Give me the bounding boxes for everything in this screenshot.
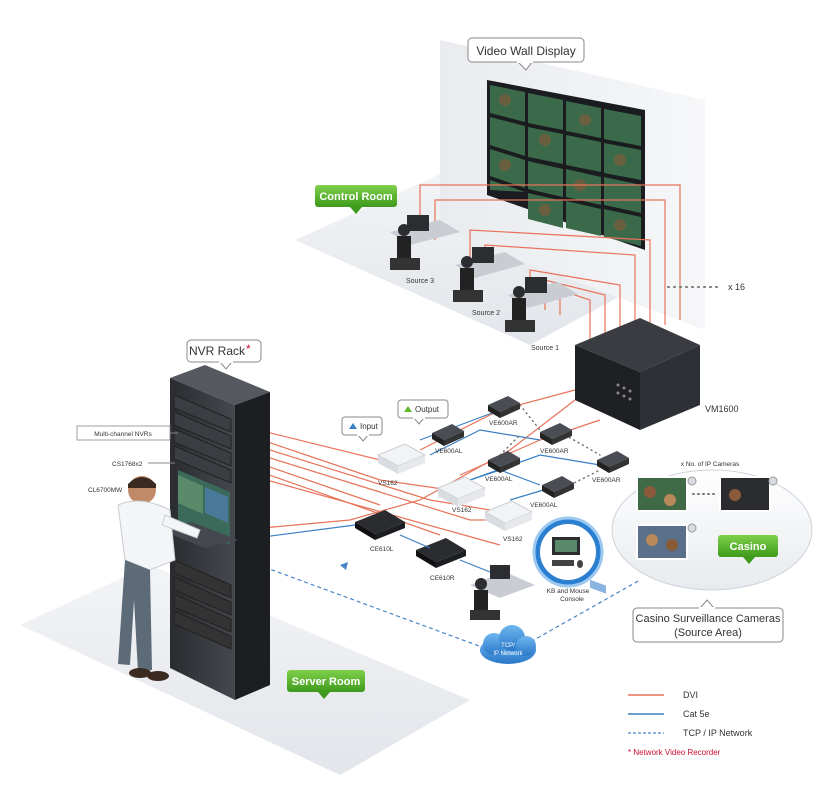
workstation-source1 xyxy=(505,277,578,332)
legend-note: * Network Video Recorder xyxy=(628,748,721,757)
video-wall-label: Video Wall Display xyxy=(476,44,575,58)
ve600ar-mid xyxy=(540,423,572,445)
casino-cameras-label-2: (Source Area) xyxy=(674,627,742,639)
multi-nvrs-label-box: Multi-channel NVRs xyxy=(76,425,178,441)
ce610r-label: CE610R xyxy=(430,575,455,582)
video-wall-screens xyxy=(487,80,645,250)
input-label: Input xyxy=(360,422,379,431)
dvi-lines-wall xyxy=(419,184,681,350)
x16-label: x 16 xyxy=(728,282,745,292)
nvr-rack-label: NVR Rack xyxy=(189,344,246,358)
ip-network-cloud: TCP/ IP Network xyxy=(480,625,536,664)
vs162-c-label: VS162 xyxy=(503,536,523,543)
input-callout: Input xyxy=(341,416,383,442)
cl6700mw-label: CL6700MW xyxy=(88,487,123,494)
casino-cam-view-2 xyxy=(719,476,771,512)
output-label: Output xyxy=(415,405,440,414)
cs1768x2-label: CS1768x2 xyxy=(112,461,143,468)
ip-network-label-1: TCP/ xyxy=(501,643,515,649)
ip-cameras-label: x No. of IP Cameras xyxy=(681,461,740,468)
ve600al-top-label: VE600AL xyxy=(435,448,463,455)
vs162-a-label: VS162 xyxy=(378,480,398,487)
ce610l-label: CE610L xyxy=(370,546,394,553)
workstation-source3 xyxy=(390,215,460,270)
ve600ar-mid-label: VE600AR xyxy=(540,448,569,455)
source2-label: Source 2 xyxy=(472,310,500,317)
ve600al-low-label: VE600AL xyxy=(530,502,558,509)
kb-mouse-magnifier xyxy=(532,516,604,588)
ce610l-device xyxy=(355,510,405,540)
ip-camera-icon xyxy=(687,476,697,486)
kb-mouse-label-2: Console xyxy=(560,596,584,603)
video-wall-callout: Video Wall Display xyxy=(467,37,585,71)
ip-camera-icon xyxy=(687,523,697,533)
nvr-rack xyxy=(160,365,270,700)
server-room-badge: Server Room xyxy=(287,670,365,699)
legend: DVI Cat 5e TCP / IP Network * Network Vi… xyxy=(628,690,753,757)
vs162-a xyxy=(376,443,427,474)
output-callout: Output xyxy=(397,399,449,425)
casino-badge: Casino xyxy=(718,535,778,564)
nvr-rack-callout: NVR Rack * xyxy=(186,339,262,370)
ve600al-mid xyxy=(488,451,520,473)
dotted-links xyxy=(499,404,601,486)
ve600al-low xyxy=(542,476,574,498)
kb-mouse-label-1: KB and Mouse xyxy=(547,588,590,595)
kb-mouse-console xyxy=(470,565,535,620)
ip-network-label-2: IP Network xyxy=(493,651,523,657)
casino-cameras-callout: Casino Surveillance Cameras (Source Area… xyxy=(632,599,784,643)
legend-tcpip: TCP / IP Network xyxy=(683,728,753,738)
ip-camera-icon xyxy=(768,476,778,486)
source3-label: Source 3 xyxy=(406,278,434,285)
output-arrow-icon xyxy=(404,406,412,412)
legend-cat5e: Cat 5e xyxy=(683,709,710,719)
vm1600-device xyxy=(575,318,700,594)
casino-cameras-label-1: Casino Surveillance Cameras xyxy=(636,613,781,625)
legend-dvi: DVI xyxy=(683,690,698,700)
x16-indicator: x 16 xyxy=(667,282,745,292)
ve600ar-top xyxy=(488,396,520,418)
ve600ar-right xyxy=(597,451,629,473)
control-room-badge: Control Room xyxy=(315,185,397,214)
ce610r-device xyxy=(416,538,466,568)
workstation-source2 xyxy=(453,247,525,302)
casino-cam-view-3 xyxy=(636,524,688,560)
multi-nvrs-label: Multi-channel NVRs xyxy=(94,431,152,438)
source1-label: Source 1 xyxy=(531,345,559,352)
ve600al-top xyxy=(432,424,464,446)
ve600ar-top-label: VE600AR xyxy=(489,420,518,427)
vm1600-label: VM1600 xyxy=(705,404,739,414)
vs162-b-label: VS162 xyxy=(452,507,472,514)
casino-area xyxy=(611,469,813,591)
vs162-b xyxy=(436,476,487,507)
tcpip-arrow-icon xyxy=(340,562,348,570)
control-room-label: Control Room xyxy=(319,191,393,203)
operator-person xyxy=(117,476,201,681)
vs162-c xyxy=(483,500,534,531)
ve600al-mid-label: VE600AL xyxy=(485,476,513,483)
nvr-rack-star: * xyxy=(246,342,251,356)
server-room-label: Server Room xyxy=(292,676,361,688)
input-arrow-icon xyxy=(349,423,357,429)
ve600ar-right-label: VE600AR xyxy=(592,477,621,484)
casino-label: Casino xyxy=(730,541,767,553)
